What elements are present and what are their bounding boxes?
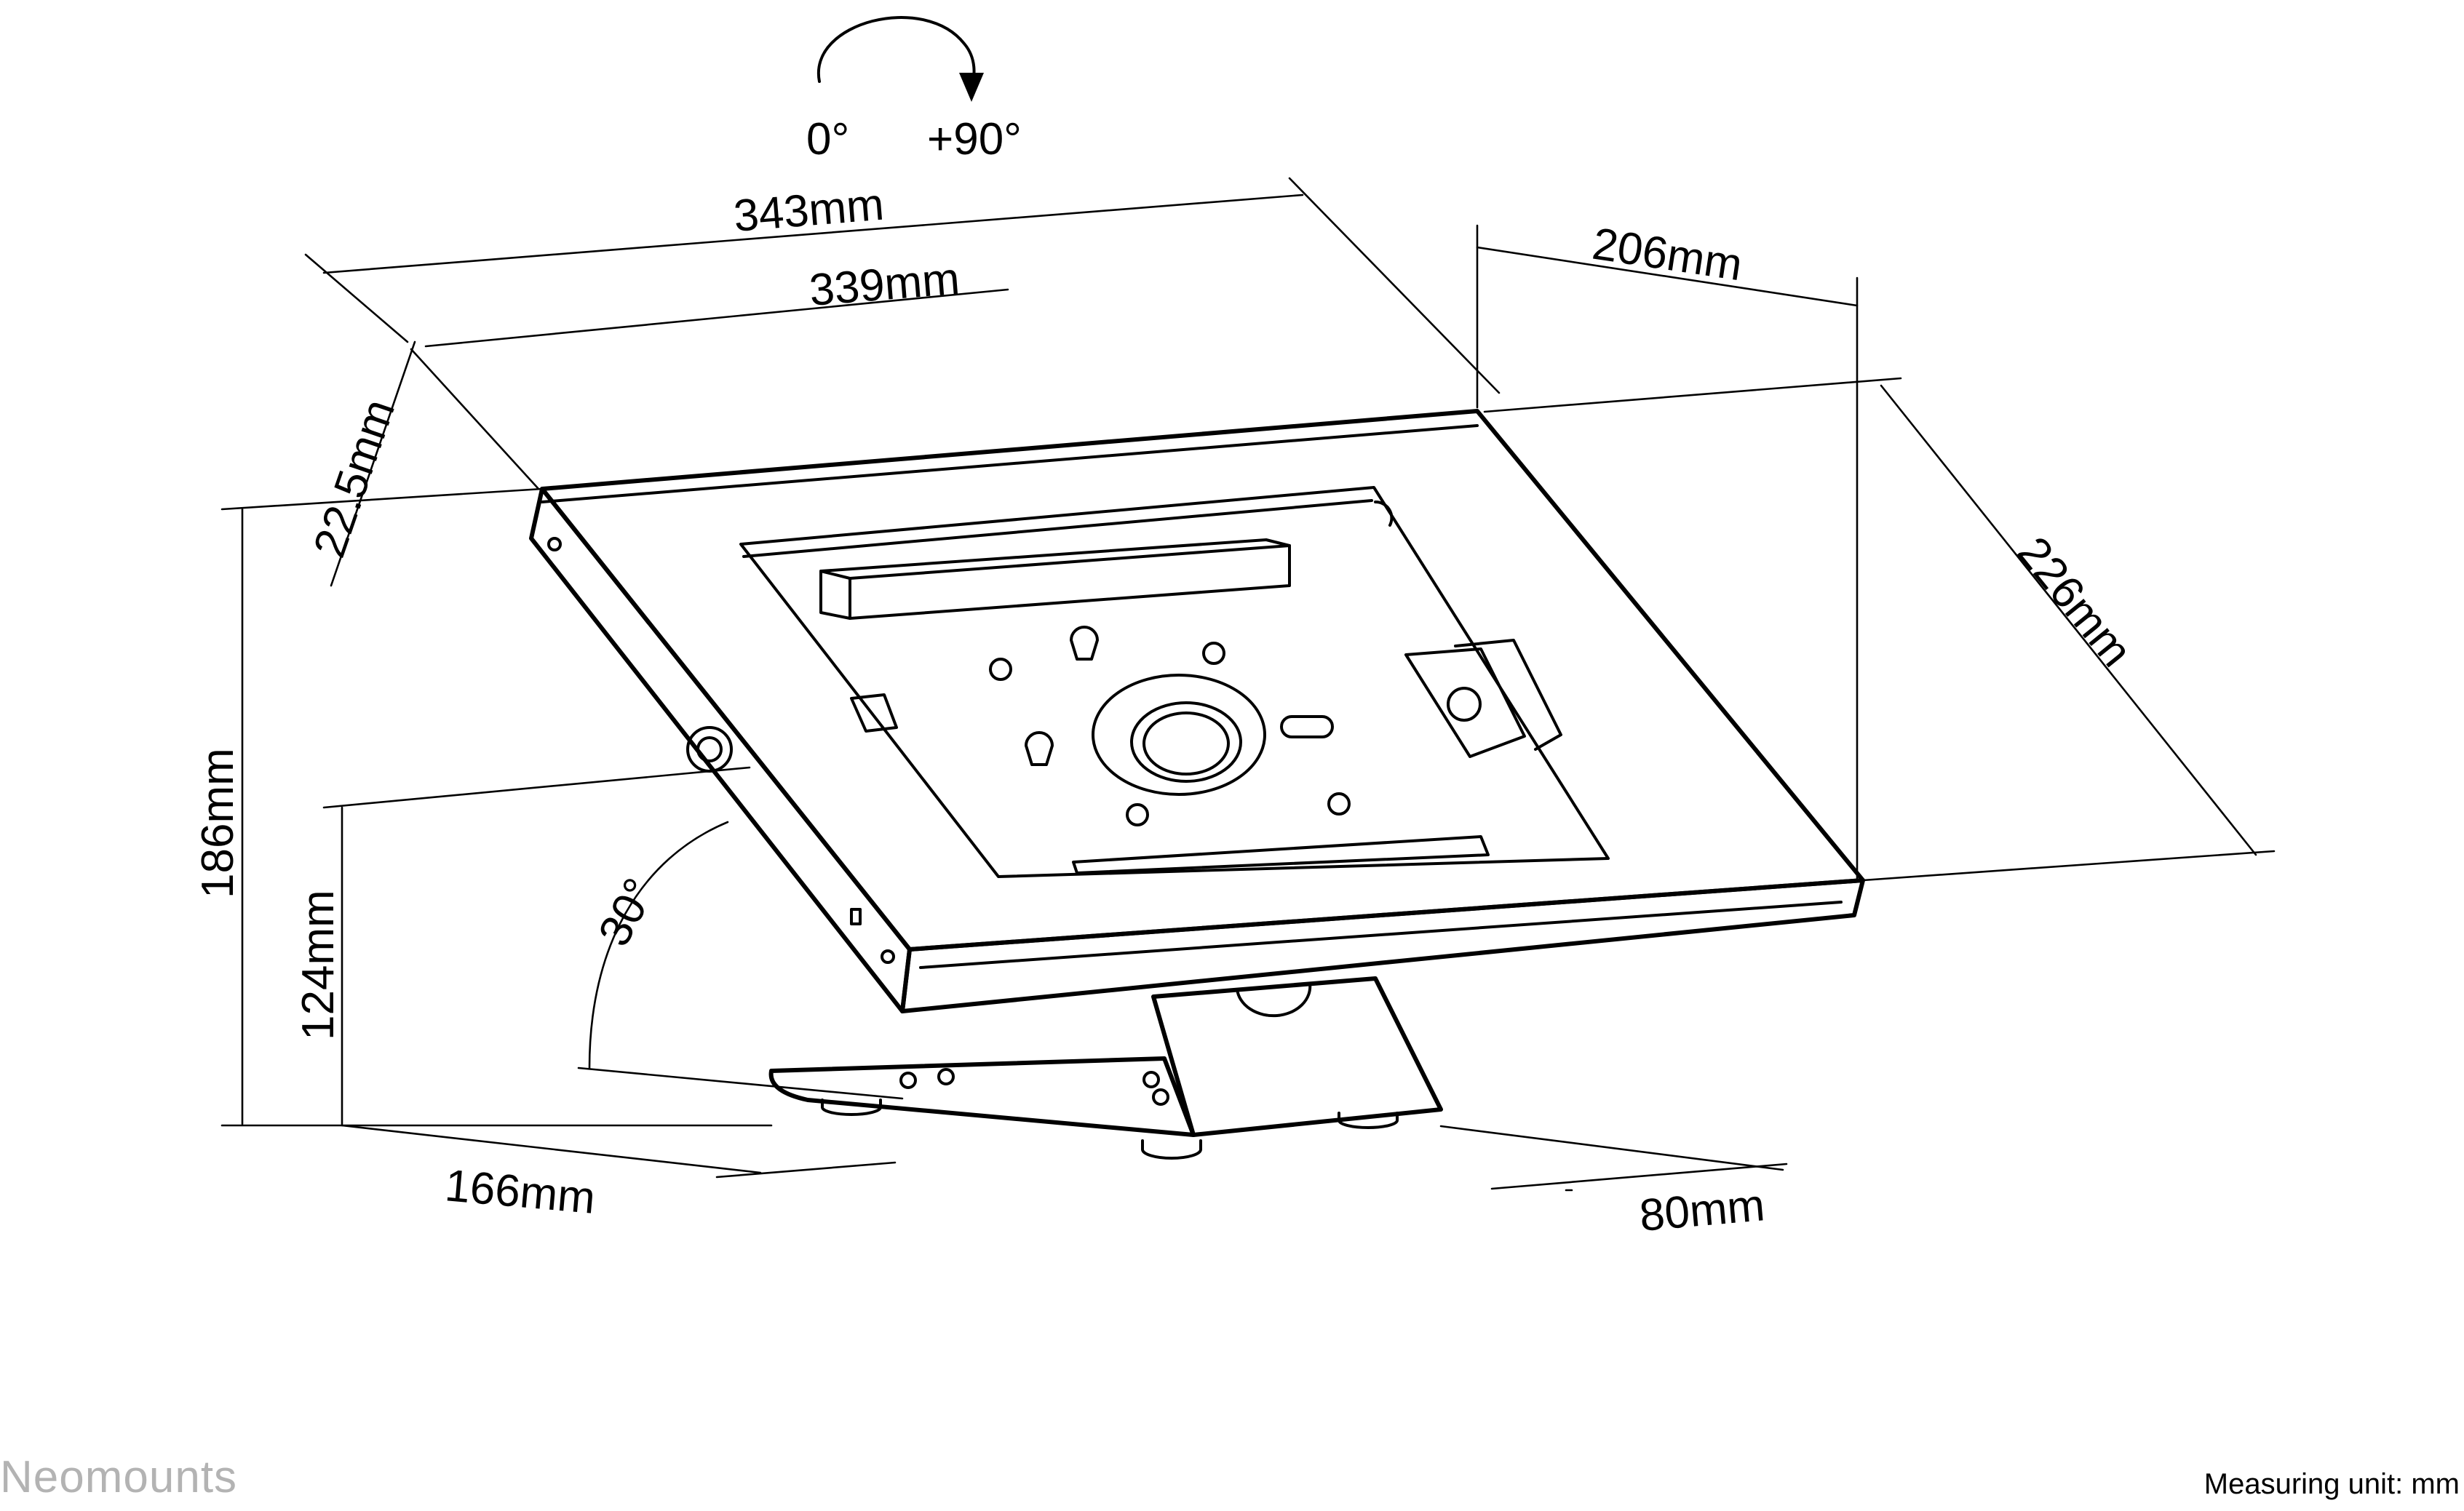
dim-overall-width: 343mm <box>732 180 886 242</box>
rotate-clockwise-arrow-icon <box>816 16 984 102</box>
dim-base-width: 80mm <box>1637 1180 1767 1241</box>
dim-tilt-angle: 30° <box>589 870 665 954</box>
dim-inner-width: 339mm <box>808 254 962 316</box>
rotation-start-label: 0° <box>806 114 849 164</box>
dim-depth-side: 226mm <box>2008 527 2142 676</box>
dim-base-length: 166mm <box>443 1160 597 1224</box>
tablet-enclosure <box>529 409 1865 1013</box>
dimension-lines <box>220 177 2276 1192</box>
dim-lower-height: 124mm <box>293 890 343 1040</box>
dim-thickness: 22.5mm <box>304 393 405 563</box>
measuring-unit-note: Measuring unit: mm <box>2203 1468 2460 1500</box>
rotation-end-label: +90° <box>927 114 1022 164</box>
dim-depth-top: 206mm <box>1589 219 1746 291</box>
dim-overall-height: 186mm <box>193 748 243 898</box>
brand-logo: Neomounts <box>0 1452 238 1502</box>
stand-base <box>768 976 1443 1160</box>
